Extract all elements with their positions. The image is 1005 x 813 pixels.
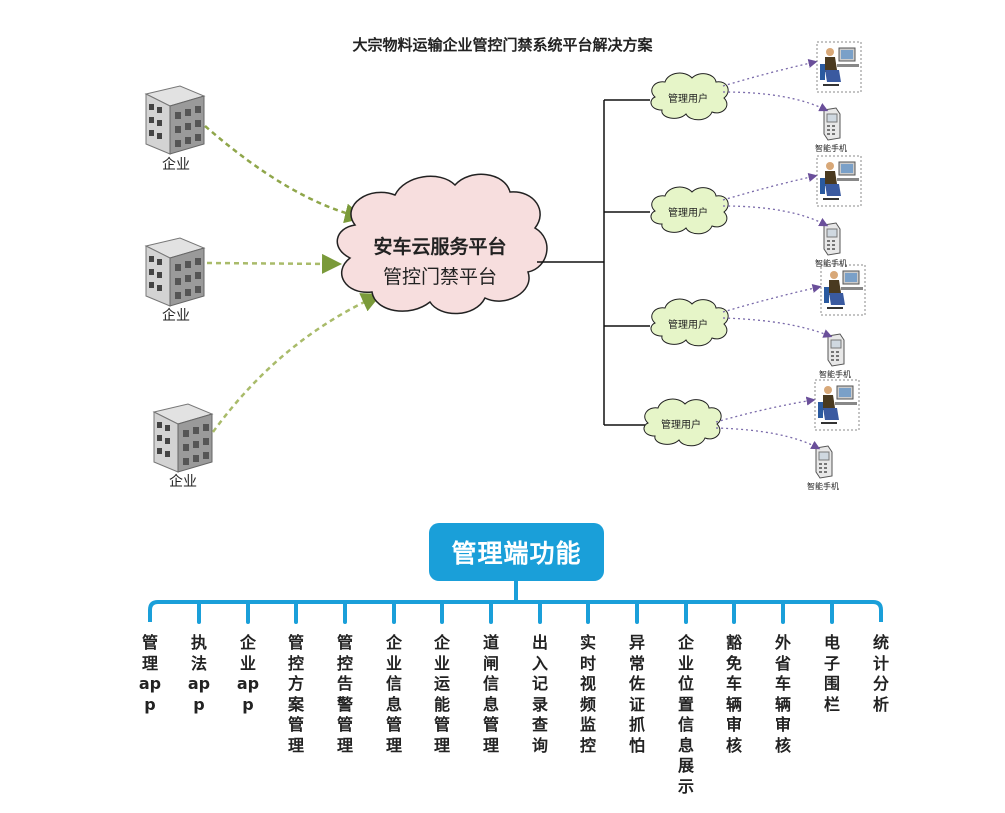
diagram-title: 大宗物料运输企业管控门禁系统平台解决方案 [352,36,653,54]
user-cloud-shape-3 [650,298,729,347]
user-cloud-shape-2 [650,186,729,235]
enterprise-arrow-2 [206,253,342,274]
smartphone-icon-4 [815,445,833,479]
tree-leaf: 执法app [187,633,211,714]
enterprise-label-1: 企业 [162,157,190,173]
user-label-4: 管理用户 [661,420,701,431]
smartphone-icon-3 [827,333,845,367]
user-cloud-shape-4 [643,398,722,447]
enterprise-arrow-1 [204,125,365,224]
enterprise-label-3: 企业 [169,474,197,490]
cloud-platform-title: 安车云服务平台 [373,236,507,258]
smartphone-icon-2 [823,222,841,256]
tree-leaf: 道闸信息管理 [482,633,499,755]
tree-leaf: 管理app [138,633,162,714]
tree-leaf: 企业运能管理 [433,633,450,755]
enterprise-building-icon-1 [145,85,205,155]
phone-label-4: 智能手机 [807,482,839,491]
user-computer-icon-2 [816,155,862,207]
enterprise-building-icon-3 [153,403,213,473]
tree-branches [197,600,834,624]
enterprise-arrow-3 [211,293,382,433]
tree-leaf: 管控告警管理 [336,633,353,755]
user-cloud-shape-1 [650,72,729,121]
user-computer-icon-4 [814,379,860,431]
phone-label-1: 智能手机 [815,144,847,153]
phone-label-3: 智能手机 [819,370,851,379]
user-label-2: 管理用户 [668,208,708,219]
tree-leaf: 外省车辆审核 [774,633,791,755]
tree-bar [148,600,883,622]
user-label-3: 管理用户 [668,320,708,331]
tree-leaf: 出入记录查询 [531,633,548,755]
tree-leaf: 企业app [236,633,260,714]
tree-leaf: 实时视频监控 [579,633,596,755]
enterprise-building-icon-2 [145,237,205,307]
tree-leaf: 豁免车辆审核 [725,633,742,755]
user-label-1: 管理用户 [668,94,708,105]
user-computer-icon-3 [820,264,866,316]
enterprise-label-2: 企业 [162,308,190,324]
smartphone-icon-1 [823,107,841,141]
tree-leaf: 企业信息管理 [385,633,402,755]
tree-root: 管理端功能 [429,523,604,581]
tree-leaf: 管控方案管理 [287,633,304,755]
tree-leaf: 统计分析 [872,633,889,714]
cloud-platform-shape [336,173,548,315]
phone-label-2: 智能手机 [815,259,847,268]
tree-leaf: 企业位置信息展示 [677,633,694,796]
tree-leaf: 电子围栏 [823,633,840,714]
cloud-platform-subtitle: 管控门禁平台 [382,266,497,288]
tree-leaf: 异常佐证抓怕 [628,633,645,755]
